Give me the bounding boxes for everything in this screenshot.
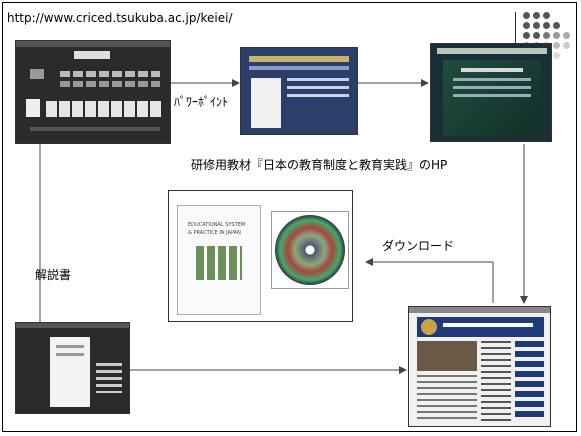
label-download: ダウンロード [382, 239, 455, 253]
booklet-cover[interactable]: EDUCATIONAL SYSTEM & PRACTICE IN JAPAN [177, 205, 261, 315]
cd-disc-icon[interactable] [275, 215, 345, 285]
screenshot-presentation[interactable] [430, 43, 552, 142]
screenshot-website[interactable] [408, 306, 551, 427]
screenshot-powerpoint[interactable] [240, 47, 358, 135]
decorative-divider [515, 12, 516, 60]
label-hp-caption: 研修用教材『日本の教育制度と教育実践』のHP [191, 158, 448, 172]
url-text[interactable]: http://www.criced.tsukuba.ac.jp/keiei/ [7, 11, 233, 25]
screenshot-manual[interactable] [15, 322, 130, 414]
booklet-title-line2: & PRACTICE IN JAPAN [188, 230, 241, 236]
screenshot-menu-page[interactable] [15, 40, 171, 144]
booklet-title-line1: EDUCATIONAL SYSTEM [188, 222, 246, 228]
label-powerpoint: ﾊﾟﾜｰﾎﾟｲﾝﾄ [174, 95, 229, 109]
label-manual: 解説書 [35, 268, 72, 282]
cd-box [271, 211, 349, 289]
materials-box: EDUCATIONAL SYSTEM & PRACTICE IN JAPAN [168, 190, 353, 322]
slide-frame [2, 2, 577, 432]
